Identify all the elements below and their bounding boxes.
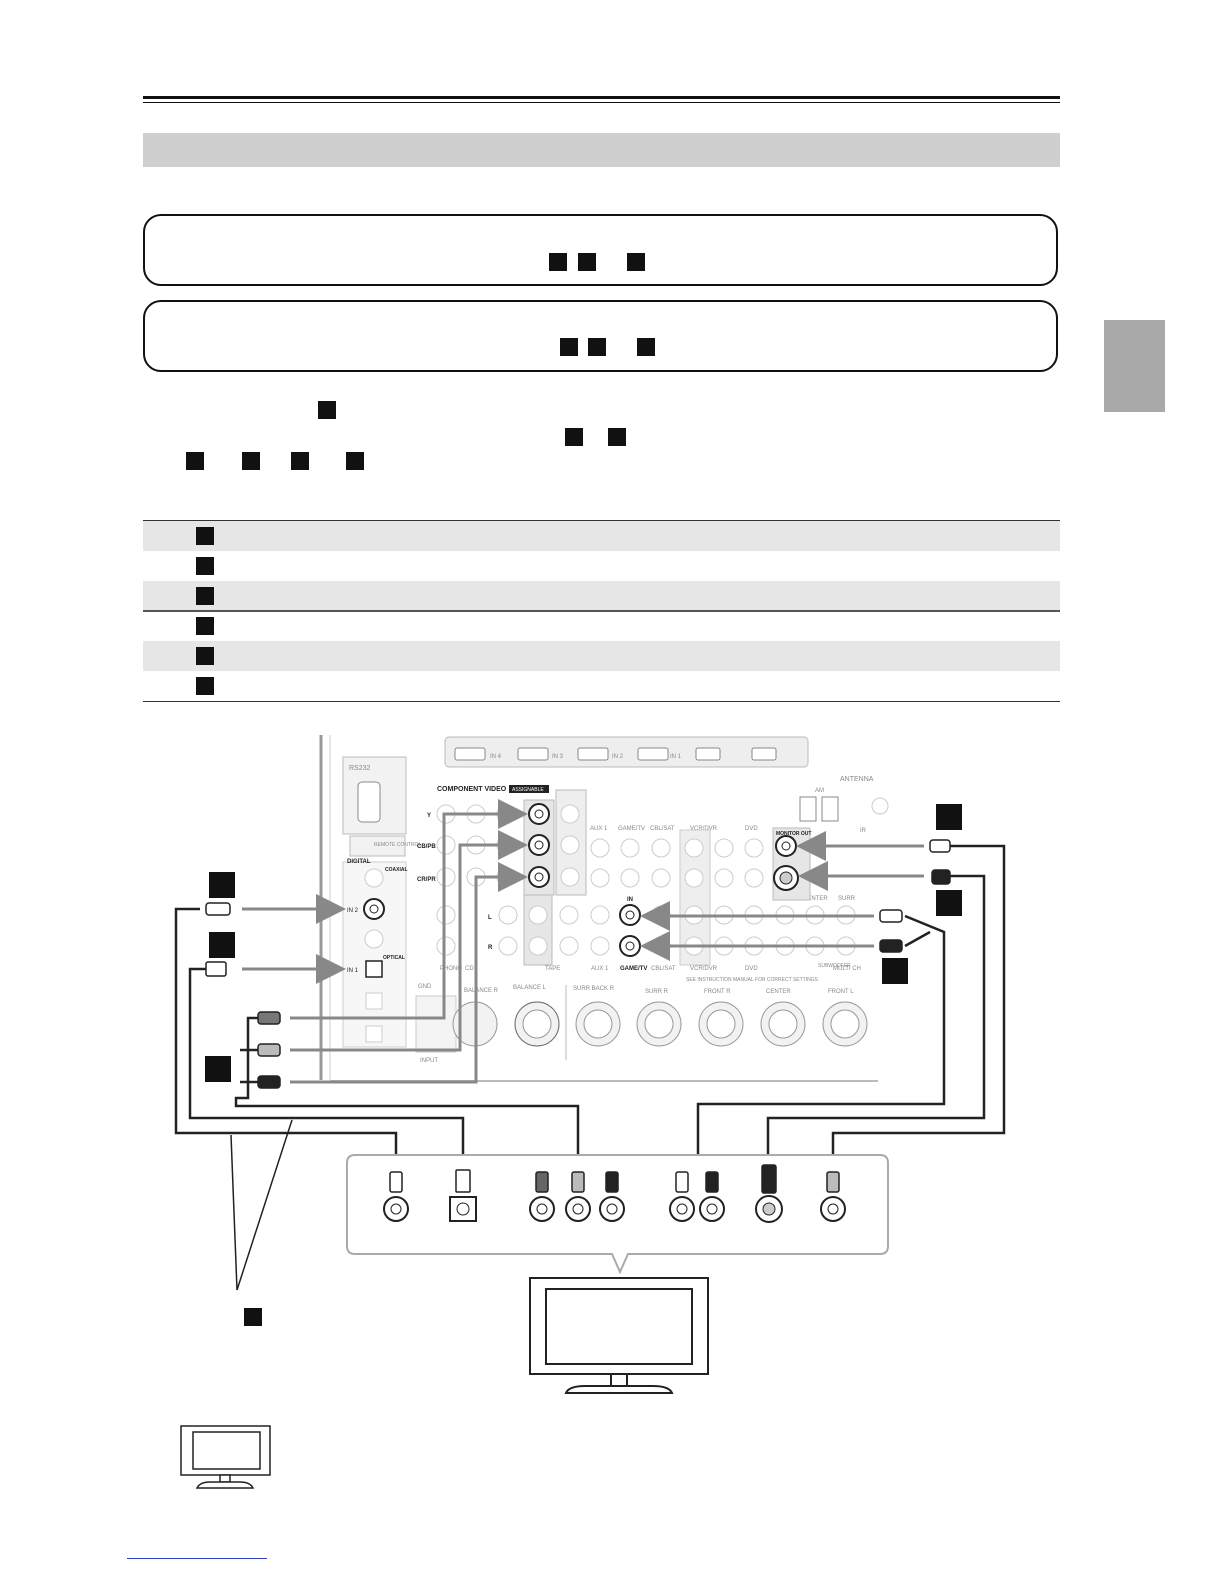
table-row: [143, 641, 1060, 671]
label-surr-back-r: SURR BACK R: [573, 986, 615, 992]
footer-link-underline[interactable]: [127, 1558, 267, 1559]
label-assignable: ASSIGNABLE: [512, 787, 544, 793]
label-surr: SURR: [838, 896, 856, 902]
receiver-back-panel: IN 4 IN 3 IN 2 IN 1 RS232 REMOTE CONTROL…: [319, 735, 889, 1082]
label-cd: CD: [465, 966, 474, 972]
label-dvd: DVD: [745, 826, 758, 832]
table-top-line: [143, 520, 1060, 521]
label-aux1-bottom: AUX 1: [591, 966, 609, 972]
label-cb: CB/PB: [417, 844, 436, 850]
table-row-marker: [196, 647, 214, 665]
label-rs232: RS232: [349, 765, 371, 772]
label-game-tv: GAME/TV: [618, 826, 645, 832]
label-see-manual: SEE INSTRUCTION MANUAL FOR CORRECT SETTI…: [686, 977, 819, 983]
label-l: L: [488, 915, 492, 921]
label-balance-l: BALANCE L: [513, 985, 547, 991]
diagram-marker: [244, 1308, 262, 1326]
table-row-marker: [196, 677, 214, 695]
label-vcr-dvr-bottom: VCR/DVR: [690, 966, 718, 972]
label-subwoofer: SUBWOOFER: [818, 963, 851, 969]
diagram-marker: [209, 932, 235, 958]
table-row: [143, 521, 1060, 551]
label-hdmi-in4: IN 4: [490, 754, 502, 760]
label-am: AM: [815, 788, 824, 794]
marker-square: [627, 253, 645, 271]
label-center: CENTER: [803, 896, 828, 902]
label-cbl-sat: CBL/SAT: [650, 826, 675, 832]
label-y: Y: [427, 813, 431, 819]
header-rule-thick: [143, 96, 1060, 99]
marker-square: [578, 253, 596, 271]
diagram-marker: [936, 890, 962, 916]
table-divider: [143, 610, 1060, 612]
label-phono: PHONO: [440, 966, 462, 972]
marker-square: [588, 338, 606, 356]
note-box-1: [143, 214, 1058, 286]
label-digital: DIGITAL: [347, 859, 371, 865]
chapter-side-tab: [1104, 320, 1165, 412]
note-box-2: [143, 300, 1058, 372]
marker-square: [318, 401, 336, 419]
label-surr-r: SURR R: [645, 989, 669, 995]
tv-connection-panel: [346, 1154, 889, 1275]
marker-square: [186, 452, 204, 470]
label-input: INPUT: [420, 1058, 438, 1064]
label-coaxial: COAXIAL: [385, 867, 408, 873]
marker-square: [346, 452, 364, 470]
diagram-marker: [209, 872, 235, 898]
table-bottom-line: [143, 701, 1060, 702]
table-row-marker: [196, 617, 214, 635]
marker-square: [608, 428, 626, 446]
tv-icon-small: [180, 1425, 271, 1489]
label-vcr-dvr: VCR/DVR: [690, 826, 718, 832]
label-in: IN: [627, 897, 633, 903]
label-gnd: GND: [418, 984, 432, 990]
label-antenna: ANTENNA: [840, 776, 874, 783]
marker-square: [560, 338, 578, 356]
label-aux1: AUX 1: [590, 826, 608, 832]
label-in1: IN 1: [347, 968, 359, 974]
label-balance-r: BALANCE R: [464, 988, 499, 994]
label-front-r: FRONT R: [704, 989, 731, 995]
label-tape: TAPE: [545, 966, 560, 972]
diagram-marker: [882, 958, 908, 984]
label-ir: IR: [860, 828, 867, 834]
label-center-bottom: CENTER: [766, 989, 791, 995]
table-row-marker: [196, 587, 214, 605]
label-cr: CR/PR: [417, 877, 436, 883]
marker-square: [549, 253, 567, 271]
table-row-marker: [196, 557, 214, 575]
header-rule-thin: [143, 102, 1060, 103]
diagram-marker: [205, 1056, 231, 1082]
label-dvd-bottom: DVD: [745, 966, 758, 972]
label-multi-ch: MULTI CH: [833, 966, 861, 972]
label-game-tv-bottom: GAME/TV: [620, 966, 647, 972]
marker-square: [242, 452, 260, 470]
label-component-video: COMPONENT VIDEO: [437, 786, 507, 793]
label-hdmi-in2: IN 2: [612, 754, 624, 760]
label-hdmi-in1: IN 1: [670, 754, 682, 760]
table-row-marker: [196, 527, 214, 545]
label-in2: IN 2: [347, 908, 359, 914]
label-r: R: [488, 945, 493, 951]
marker-square: [291, 452, 309, 470]
marker-square: [565, 428, 583, 446]
section-title-band: [143, 133, 1060, 167]
label-cbl-sat-bottom: CBL/SAT: [651, 966, 676, 972]
marker-square: [637, 338, 655, 356]
table-row: [143, 581, 1060, 611]
label-optical: OPTICAL: [383, 955, 405, 961]
label-hdmi-in3: IN 3: [552, 754, 564, 760]
label-front-l: FRONT L: [828, 989, 854, 995]
diagram-marker: [936, 804, 962, 830]
television-icon: [529, 1277, 709, 1394]
label-monitor-out: MONITOR OUT: [776, 831, 811, 837]
label-remote-control: REMOTE CONTROL: [374, 842, 421, 848]
